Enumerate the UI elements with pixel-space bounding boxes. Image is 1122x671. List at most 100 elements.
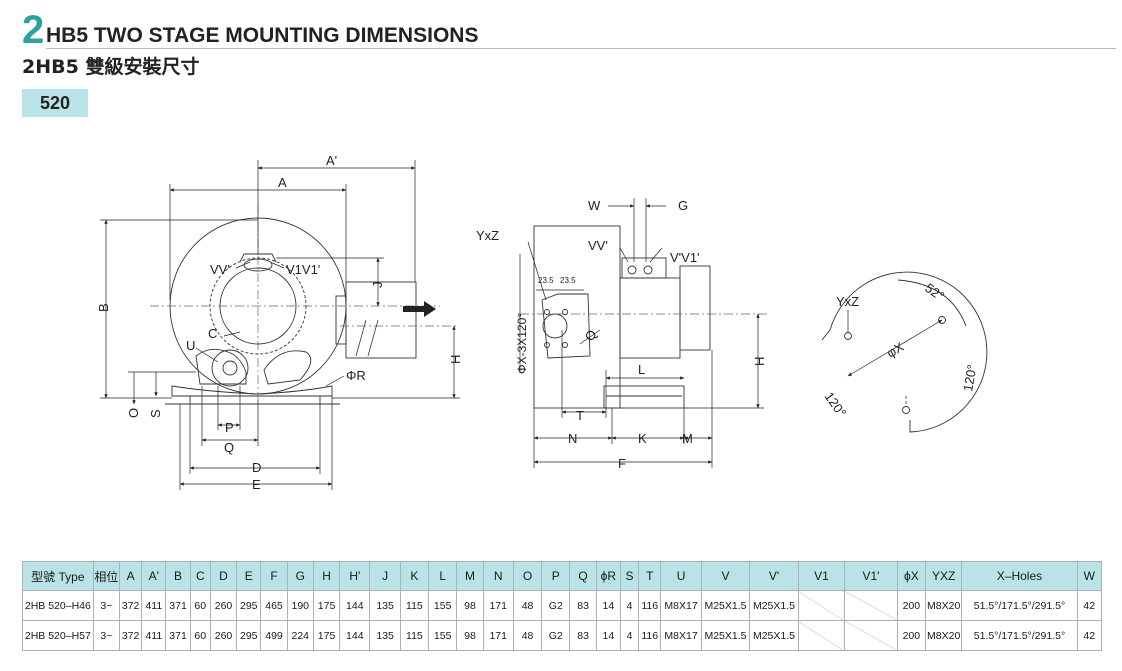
- table-cell: 51.5°/171.5°/291.5°: [961, 590, 1078, 621]
- label-o: O: [126, 408, 141, 418]
- label-c: C: [208, 326, 217, 341]
- table-cell: 175: [312, 620, 341, 651]
- table-cell: 371: [165, 590, 191, 621]
- table-header-cell: D: [209, 561, 238, 591]
- table-cell: 2HB 520–H46: [22, 590, 94, 621]
- table-cell: M25X1.5: [749, 620, 799, 651]
- label-yxz-right: YxZ: [836, 294, 859, 309]
- table-cell: 155: [428, 620, 458, 651]
- label-vv1-mid: V'V1': [670, 250, 700, 265]
- table-cell: 4: [619, 620, 640, 651]
- label-l: L: [638, 362, 645, 377]
- table-header-cell: O: [512, 561, 543, 591]
- table-header-cell: G: [286, 561, 314, 591]
- table-cell: 3~: [92, 620, 120, 651]
- label-angle-52: 52°: [922, 280, 947, 304]
- table-cell: 260: [209, 620, 238, 651]
- table-cell: 115: [399, 590, 430, 621]
- table-cell: M8X17: [660, 620, 702, 651]
- table-cell: 98: [456, 590, 484, 621]
- table-cell: 2HB 520–H57: [22, 620, 94, 651]
- label-m: M: [682, 431, 693, 446]
- table-header-cell: U: [660, 561, 702, 591]
- table-cell: 144: [339, 590, 371, 621]
- label-yxz-mid: YxZ: [476, 228, 499, 243]
- side-conduit: [621, 257, 667, 279]
- table-cell: 144: [339, 620, 371, 651]
- table-header-cell: 型號 Type: [22, 561, 94, 591]
- label-a-prime: A': [326, 153, 337, 168]
- label-p: P: [225, 420, 234, 435]
- table-header-cell: S: [619, 561, 640, 591]
- model-tab: 520: [22, 89, 88, 117]
- table-header-cell: ϕR: [595, 561, 621, 591]
- table-header-cell: ϕX: [896, 561, 927, 591]
- table-cell: 175: [312, 590, 341, 621]
- label-q-left: Q: [224, 440, 234, 455]
- table-cell: 372: [118, 590, 143, 621]
- table-header-cell: W: [1076, 561, 1103, 591]
- table-cell: [797, 620, 846, 651]
- table-cell: 371: [165, 620, 191, 651]
- table-cell: 14: [595, 620, 621, 651]
- page-subtitle: 2HB5 雙級安裝尺寸: [22, 56, 200, 78]
- table-cell: 295: [236, 620, 262, 651]
- label-g: G: [678, 198, 688, 213]
- table-cell: 60: [189, 620, 211, 651]
- table-cell: 411: [141, 620, 167, 651]
- table-header-cell: K: [399, 561, 430, 591]
- table-cell: 51.5°/171.5°/291.5°: [961, 620, 1078, 651]
- table-header-cell: E: [236, 561, 262, 591]
- table-header-cell: T: [638, 561, 662, 591]
- table-header-cell: H': [339, 561, 371, 591]
- label-23-5-a: 23.5: [538, 276, 554, 285]
- table-header-cell: V1: [797, 561, 846, 591]
- table-cell: 83: [569, 620, 597, 651]
- table-cell: 372: [118, 620, 143, 651]
- table-header-cell: L: [428, 561, 458, 591]
- label-vv-mid: VV': [588, 238, 608, 253]
- table-cell: 200: [896, 590, 927, 621]
- table-cell: 48: [512, 590, 543, 621]
- table-header-cell: V: [700, 561, 751, 591]
- table-cell: 116: [638, 620, 662, 651]
- side-terminal-box: [541, 293, 591, 359]
- table-cell: 42: [1076, 620, 1103, 651]
- table-header-cell: A: [118, 561, 143, 591]
- label-angle-120-a: 120°: [822, 389, 850, 420]
- table-cell: 465: [260, 590, 288, 621]
- label-v1v1: V1V1': [286, 262, 320, 277]
- base-plate: [171, 385, 333, 397]
- airflow-arrow-icon: [403, 301, 436, 317]
- table-cell: 171: [482, 590, 514, 621]
- table-cell: 260: [209, 590, 238, 621]
- outlet-flange: [345, 281, 417, 359]
- table-header-cell: YXZ: [924, 561, 963, 591]
- table-cell: 83: [569, 590, 597, 621]
- table-cell: 171: [482, 620, 514, 651]
- table-cell: G2: [541, 620, 571, 651]
- table-cell: [797, 590, 846, 621]
- table-cell: 190: [286, 590, 314, 621]
- label-h-mid: H: [752, 357, 767, 366]
- label-k: K: [638, 431, 647, 446]
- label-w: W: [588, 198, 601, 213]
- label-a: A: [278, 175, 287, 190]
- table-cell: M8X20: [924, 620, 963, 651]
- label-23-5-b: 23.5: [560, 276, 576, 285]
- table-header-cell: F: [260, 561, 288, 591]
- table-header-cell: N: [482, 561, 514, 591]
- table-cell: M25X1.5: [700, 590, 751, 621]
- table-header-cell: Q: [569, 561, 597, 591]
- table-header-cell: X–Holes: [961, 561, 1078, 591]
- table-header-cell: V1': [844, 561, 898, 591]
- table-header-cell: P: [541, 561, 571, 591]
- table-cell: M25X1.5: [700, 620, 751, 651]
- flange-outline: [829, 271, 988, 433]
- table-cell: 295: [236, 590, 262, 621]
- label-j: J: [370, 282, 385, 289]
- table-header-cell: C: [189, 561, 211, 591]
- table-header-cell: B: [165, 561, 191, 591]
